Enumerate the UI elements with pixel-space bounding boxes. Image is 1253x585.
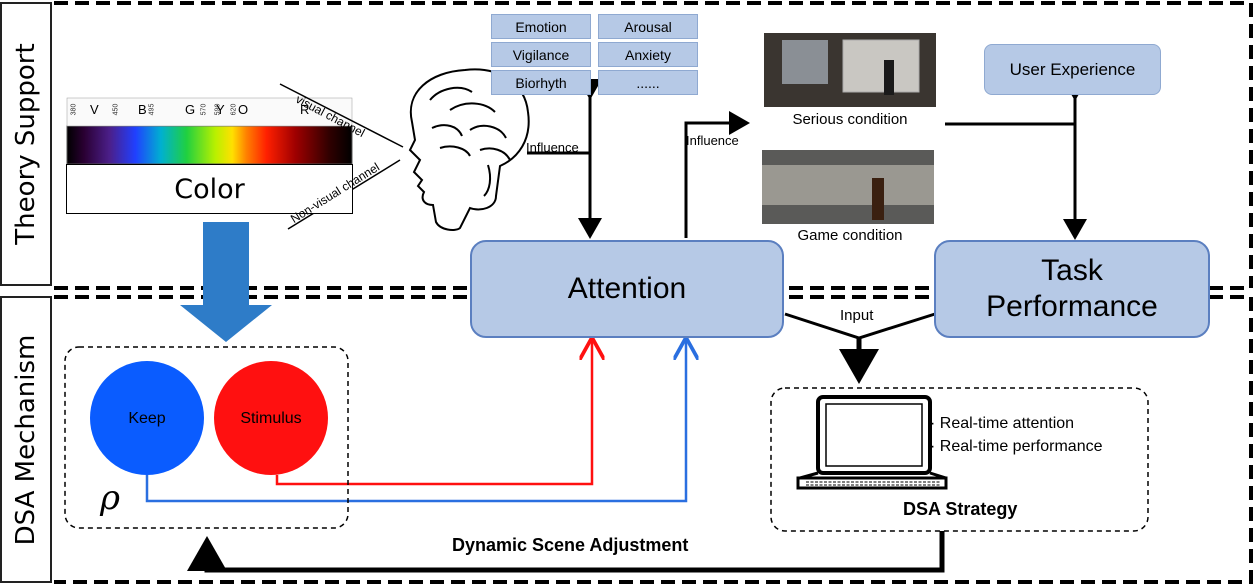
influence-label-2: Influence [686, 133, 739, 148]
letter-o: O [238, 102, 249, 117]
tick-495: 495 [148, 103, 156, 116]
theory-support-label: Theory Support [0, 2, 52, 286]
dynamic-scene-adjustment-arrow [187, 531, 945, 573]
factor-biorhyth: Biorhyth [491, 70, 591, 95]
letter-b: B [138, 102, 147, 117]
dsa-bullet-performance: · Real-time performance [930, 438, 1103, 455]
input-label: Input [840, 307, 874, 324]
stimulus-to-attention-arrow [275, 340, 592, 486]
user-experience-box: User Experience [984, 44, 1161, 95]
spectrum-scale [66, 97, 353, 127]
head-brain-icon [408, 68, 530, 231]
keep-stimulus-group-box [64, 346, 349, 529]
task-performance-label: Task Performance [986, 254, 1158, 323]
tick-620: 620 [230, 103, 238, 116]
visual-channel-line [279, 83, 404, 148]
tick-590: 590 [214, 103, 222, 116]
factor-more: ...... [598, 70, 698, 95]
factor-anxiety: Anxiety [598, 42, 698, 67]
keep-to-attention-arrow [145, 340, 686, 503]
spectrum-bar [66, 125, 353, 165]
color-to-dsa-arrow [180, 222, 272, 342]
tick-450: 450 [112, 103, 120, 116]
task-performance-box: Task Performance [934, 240, 1210, 338]
influence-label-1: Influence [526, 140, 579, 155]
attention-to-conditions-arrow [684, 111, 750, 238]
tick-380: 380 [70, 103, 78, 116]
game-condition-label: Game condition [797, 227, 903, 244]
factor-arousal: Arousal [598, 14, 698, 39]
dsa-bullet-attention: · Real-time attention [930, 415, 1075, 432]
computer-icon [796, 395, 948, 490]
serious-condition-label: Serious condition [792, 111, 908, 128]
attention-box: Attention [470, 240, 784, 338]
letter-y: Y [216, 102, 225, 117]
keep-label: Keep [128, 410, 166, 427]
dsa-strategy-title: DSA Strategy [903, 499, 1018, 519]
attention-label: Attention [567, 272, 687, 305]
dsa-mechanism-label: DSA Mechanism [0, 296, 52, 583]
letter-r: R [300, 102, 310, 117]
letter-g: G [185, 102, 196, 117]
stimulus-label: Stimulus [240, 410, 302, 427]
letter-v: V [90, 102, 99, 117]
rho-symbol: ρ [100, 478, 120, 518]
factor-emotion: Emotion [491, 14, 591, 39]
dsa-strategy-box [770, 387, 1149, 532]
factor-vigilance: Vigilance [491, 42, 591, 67]
dynamic-scene-adjustment-label: Dynamic Scene Adjustment [452, 535, 689, 555]
stimulus-circle [214, 361, 328, 475]
color-box-label: Color [174, 173, 245, 205]
tick-570: 570 [200, 103, 208, 116]
color-box: Color [66, 164, 353, 214]
keep-circle [90, 361, 204, 475]
